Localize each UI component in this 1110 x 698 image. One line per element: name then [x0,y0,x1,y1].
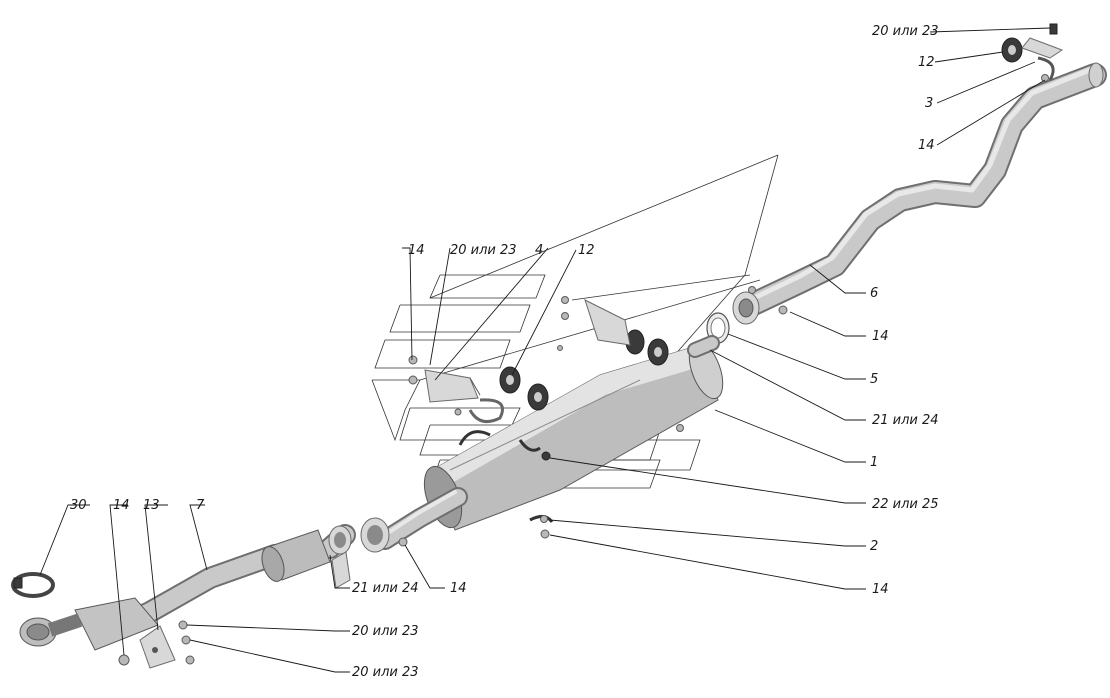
clip-right [676,424,684,432]
catalytic-converter [19,597,159,651]
resonator [261,529,331,582]
bolt-20-23-b [181,635,191,645]
label-2: 2 [870,539,878,554]
bracket-13 [139,625,176,669]
flanges-front [328,517,408,589]
bolt-20-23-c [185,655,195,665]
label-20-23-bottom-2: 20 или 23 [352,665,419,680]
label-5: 5 [870,372,878,387]
bolt-small [454,408,462,416]
label-20-23-mid: 20 или 23 [450,243,517,258]
label-7: 7 [196,498,205,513]
label-21-24-right: 21 или 24 [872,413,939,428]
label-22-25: 22 или 25 [872,497,939,512]
clip-2 [540,515,548,523]
label-14-bottom: 14 [450,581,467,596]
bracket-upper [557,296,631,351]
bolt-20-23-a [178,620,188,630]
bolt-20-23-mid [408,375,418,385]
bolt-head [748,286,756,294]
label-13: 13 [143,498,160,513]
rubber-mount-center [499,329,669,411]
label-6: 6 [870,286,878,301]
part-labels: 20 или 23 12 3 14 14 20 или 23 4 12 6 14… [70,24,939,680]
nut-14-bottom [540,529,550,539]
label-12-mid: 12 [578,243,595,258]
label-12-top: 12 [918,55,935,70]
bracket-top-right [1001,23,1064,82]
label-20-23-top: 20 или 23 [872,24,939,39]
label-1: 1 [870,455,878,470]
nut-22-25 [541,451,551,461]
label-14-left: 14 [113,498,130,513]
nut-14-left [118,654,130,666]
leader-lines [39,27,1051,673]
label-30: 30 [70,498,87,513]
label-4: 4 [535,243,543,258]
label-14-top: 14 [918,138,935,153]
pipe-flange [732,291,760,325]
bracket-4 [424,369,504,424]
muffler [423,335,724,531]
label-3: 3 [925,96,933,111]
label-14-right: 14 [872,329,889,344]
label-14-bottom-right: 14 [872,582,889,597]
nut-14-right [778,305,788,315]
label-14-mid: 14 [408,243,425,258]
tail-pipe [733,62,1107,320]
nut-14-mid [408,355,418,365]
label-20-23-bottom-1: 20 или 23 [352,624,419,639]
label-21-24-bottom: 21 или 24 [352,581,419,596]
clamp-30 [11,572,55,598]
